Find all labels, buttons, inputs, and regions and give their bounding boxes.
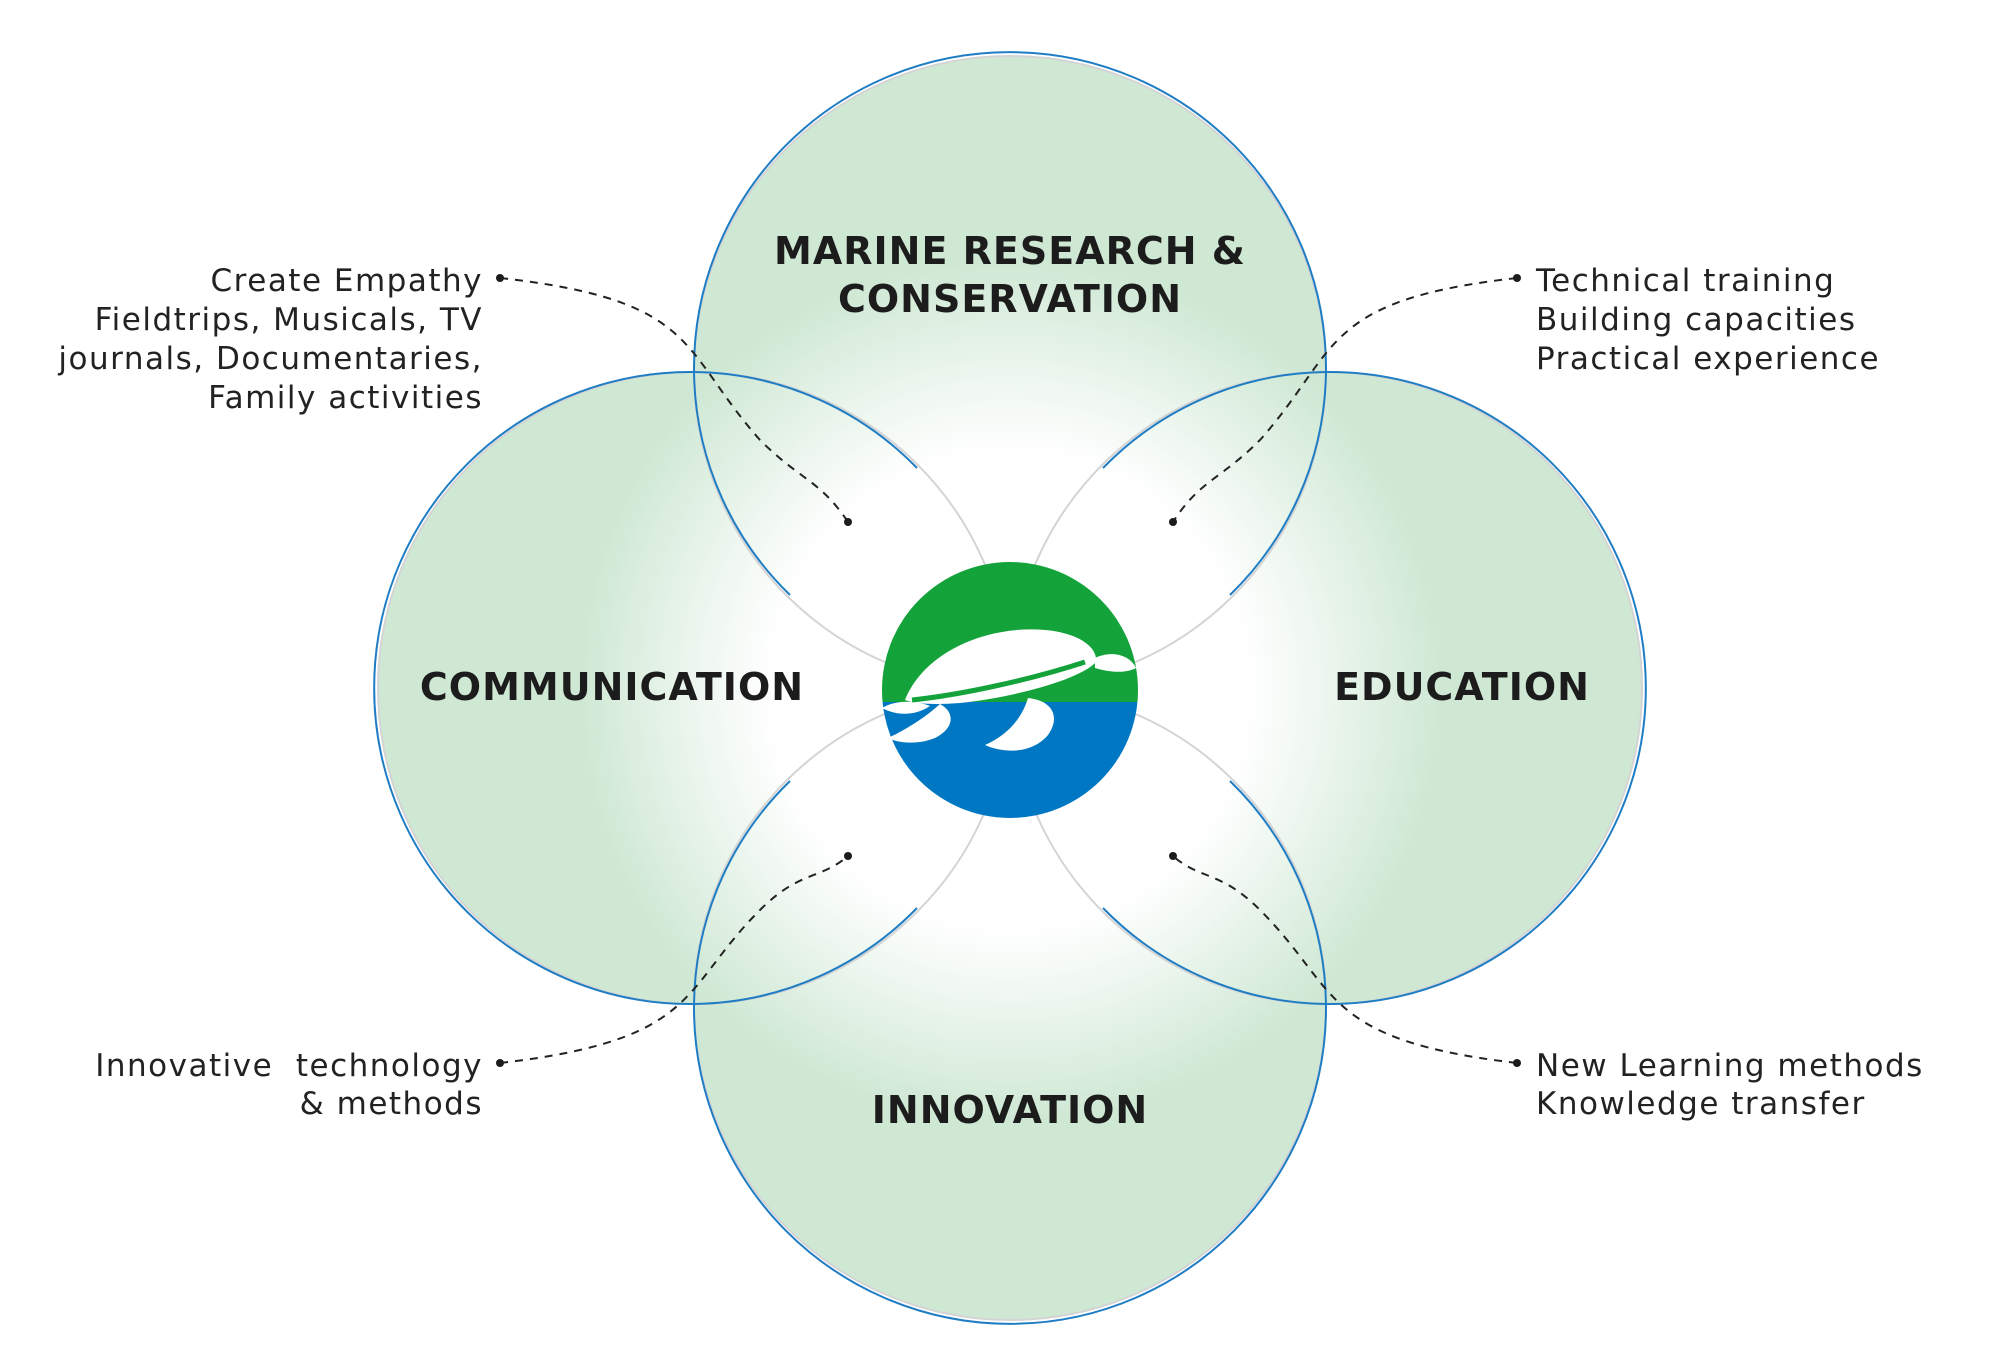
connector-top-left xyxy=(499,277,849,523)
circle-bottom-outline xyxy=(693,780,1327,1325)
note-line: Innovative technology xyxy=(95,1048,483,1084)
circle-bottom-fill xyxy=(694,688,1326,1320)
circle-right-outline xyxy=(1102,371,1647,1005)
note-bottom-right: New Learning methods Knowledge transfer xyxy=(1536,1048,1924,1122)
connector-dot xyxy=(844,518,852,526)
circle-bottom-title: INNOVATION xyxy=(872,1088,1148,1132)
note-line: Family activities xyxy=(208,380,483,416)
connector-dot xyxy=(1169,518,1177,526)
circle-left-title: COMMUNICATION xyxy=(420,665,804,709)
circle-top-title-line-1: MARINE RESEARCH & xyxy=(774,229,1246,273)
connectors xyxy=(496,274,1521,1067)
circle-top-title-line-2: CONSERVATION xyxy=(838,277,1182,321)
connector-dot xyxy=(1513,274,1521,282)
note-bottom-left: Innovative technology & methods xyxy=(95,1048,483,1122)
circle-top-outline xyxy=(693,51,1327,596)
connector-dot xyxy=(496,274,504,282)
note-line: Technical training xyxy=(1535,263,1835,299)
connector-dot xyxy=(496,1059,504,1067)
circle-fills xyxy=(378,56,1642,1320)
note-line: Knowledge transfer xyxy=(1536,1086,1866,1122)
connector-dot xyxy=(844,852,852,860)
outer-rings xyxy=(373,51,1647,1325)
sea-turtle-icon xyxy=(882,629,1136,751)
note-line: New Learning methods xyxy=(1536,1048,1924,1084)
circle-right-title: EDUCATION xyxy=(1334,665,1590,709)
turtle-shell-band xyxy=(911,659,1086,703)
note-line: Fieldtrips, Musicals, TV xyxy=(95,302,483,338)
note-line: Create Empathy xyxy=(211,263,483,299)
connector-dot xyxy=(1169,852,1177,860)
note-line: journals, Documentaries, xyxy=(57,341,483,377)
note-line: Building capacities xyxy=(1536,302,1856,338)
note-top-right: Technical training Building capacities P… xyxy=(1535,263,1880,377)
connector-bottom-left xyxy=(499,855,849,1064)
connector-top-right xyxy=(1172,277,1518,523)
circle-left-outline xyxy=(373,371,918,1005)
note-top-left: Create Empathy Fieldtrips, Musicals, TV … xyxy=(57,263,483,416)
connector-dot xyxy=(1513,1059,1521,1067)
note-line: & methods xyxy=(300,1086,483,1122)
note-line: Practical experience xyxy=(1536,341,1880,377)
connector-bottom-right xyxy=(1172,855,1518,1064)
